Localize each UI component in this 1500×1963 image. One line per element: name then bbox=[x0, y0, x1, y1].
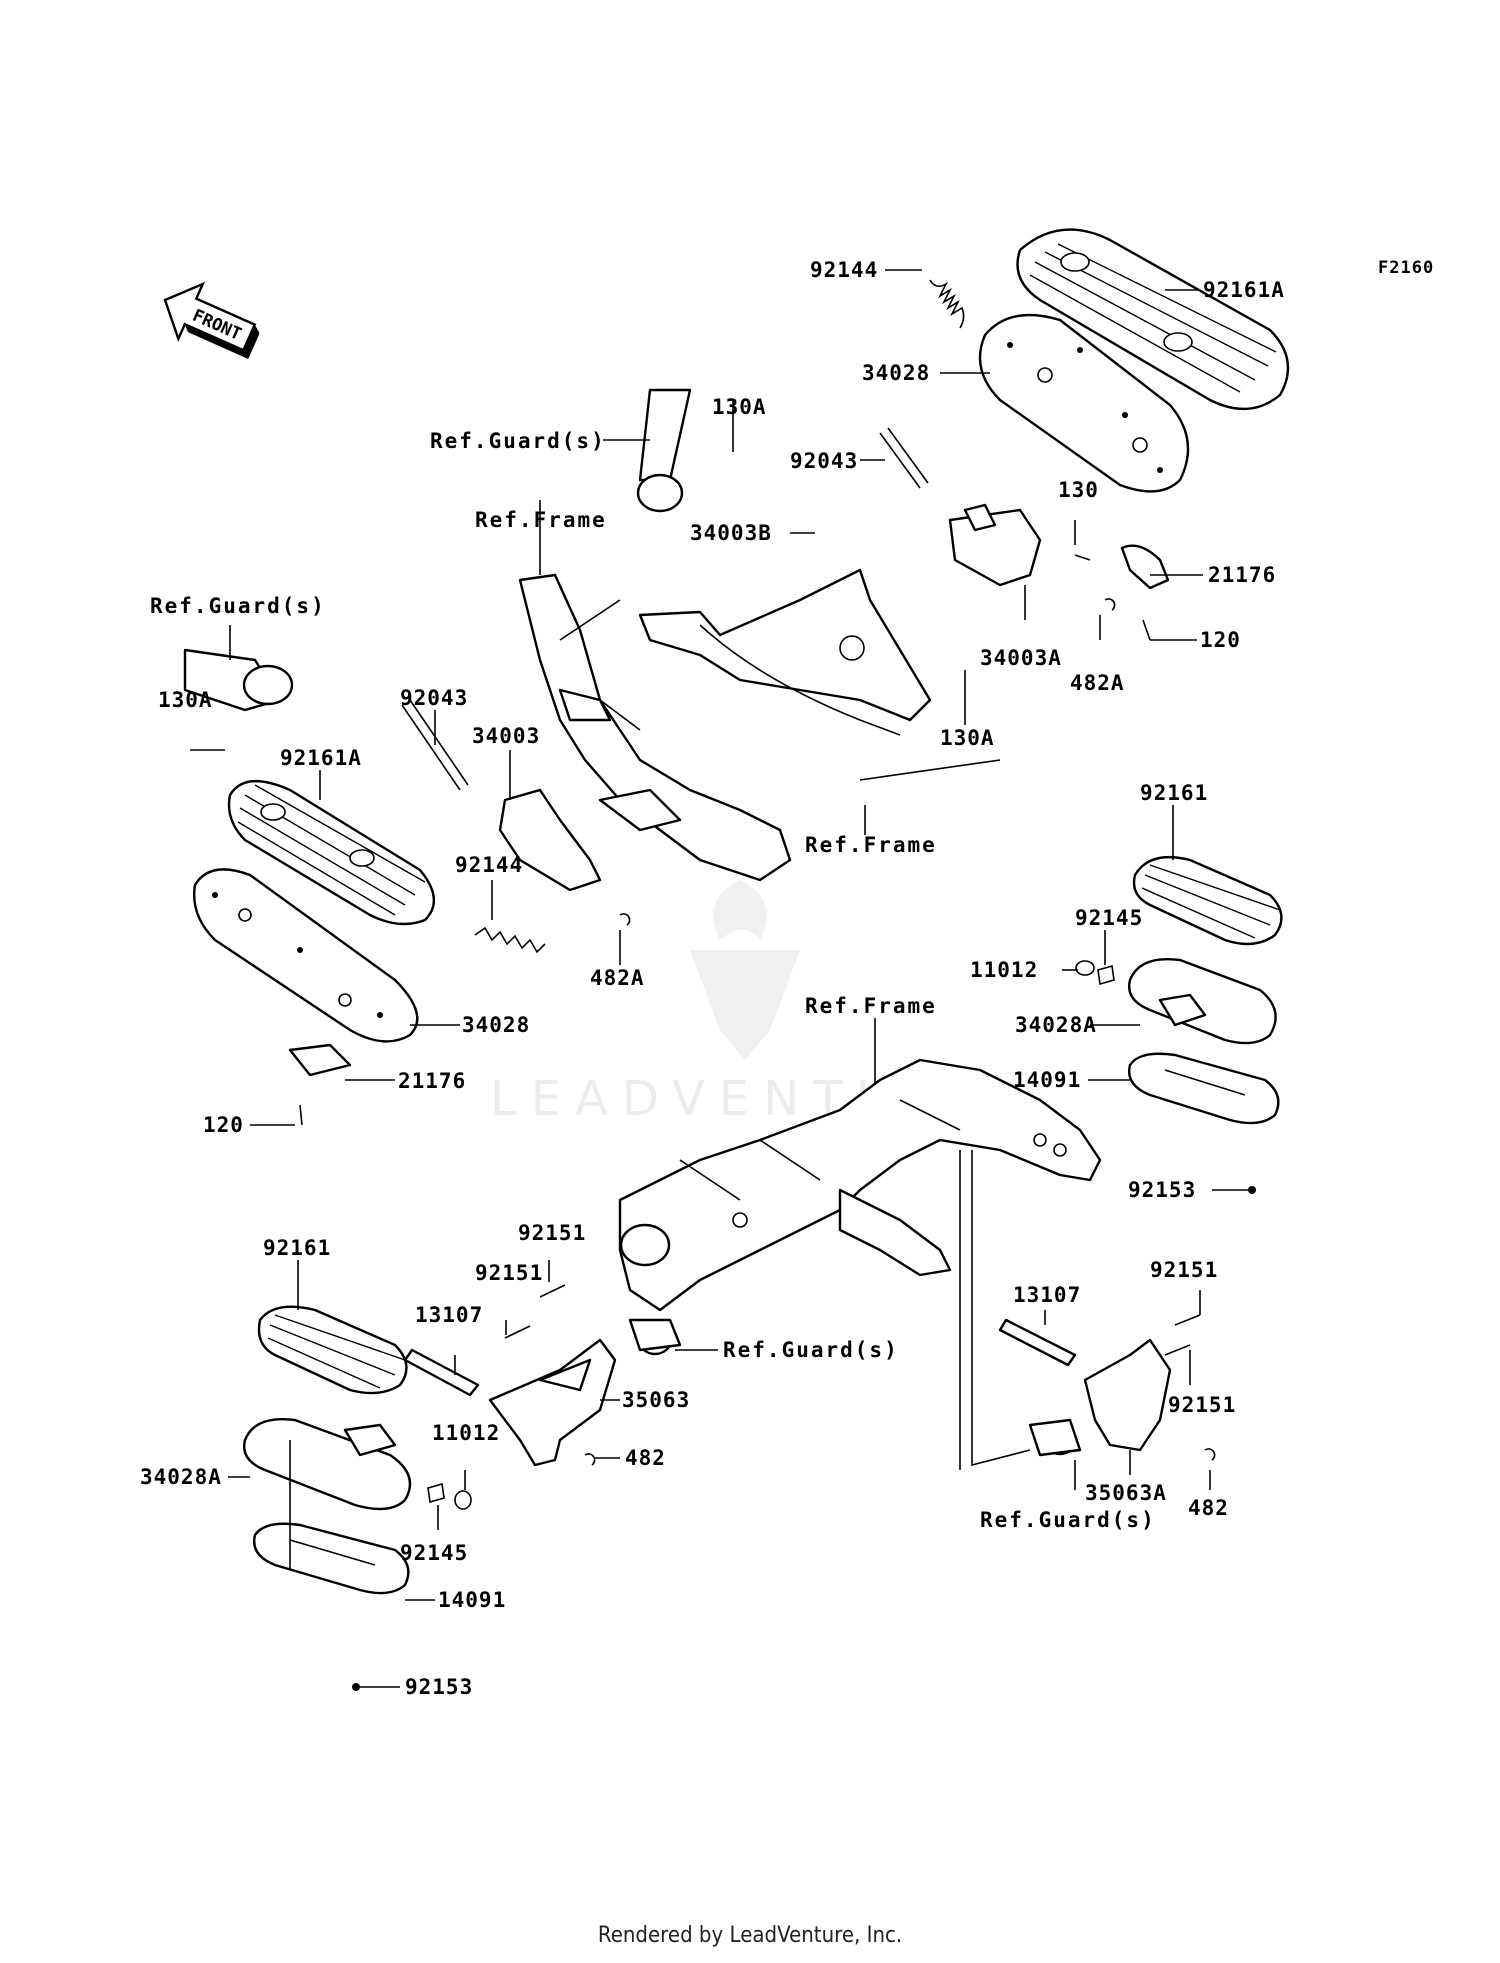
label-ref-guard-mid: Ref.Guard(s) bbox=[723, 1338, 899, 1362]
frame-mid bbox=[518, 573, 792, 882]
label-92161-right: 92161 bbox=[1140, 781, 1208, 805]
floorboard-lower-left bbox=[243, 1305, 445, 1691]
label-482-left: 482 bbox=[625, 1446, 666, 1470]
floorboard-lower-right bbox=[1075, 856, 1283, 1194]
part-labels: 92161A 92144 34028 130A Ref.Guard(s) 920… bbox=[140, 258, 1285, 1699]
label-92161A-top: 92161A bbox=[1203, 278, 1285, 302]
frame-lower bbox=[618, 1058, 1102, 1312]
watermark-logo bbox=[690, 880, 800, 1060]
label-34028A-left: 34028A bbox=[140, 1465, 222, 1489]
label-92145-right: 92145 bbox=[1075, 906, 1143, 930]
label-ref-guard-left: Ref.Guard(s) bbox=[150, 594, 326, 618]
label-130A-left: 130A bbox=[158, 688, 213, 712]
frame-bracket-34003B bbox=[638, 568, 932, 736]
label-21176-left: 21176 bbox=[398, 1069, 466, 1093]
label-120-left: 120 bbox=[203, 1113, 244, 1137]
label-130A-right: 130A bbox=[940, 726, 995, 750]
label-92161-left: 92161 bbox=[263, 1236, 331, 1260]
label-130A-top: 130A bbox=[712, 395, 767, 419]
label-92144-left: 92144 bbox=[455, 853, 523, 877]
label-14091-left: 14091 bbox=[438, 1588, 506, 1612]
label-34028-left: 34028 bbox=[462, 1013, 530, 1037]
floorboard-left bbox=[193, 779, 631, 1126]
label-92151-a: 92151 bbox=[518, 1221, 586, 1245]
label-ref-frame-low: Ref.Frame bbox=[805, 994, 937, 1018]
label-130: 130 bbox=[1058, 478, 1099, 502]
label-14091-right: 14091 bbox=[1013, 1068, 1081, 1092]
label-34028-top: 34028 bbox=[862, 361, 930, 385]
label-120-top: 120 bbox=[1200, 628, 1241, 652]
label-92151-d: 92151 bbox=[1168, 1393, 1236, 1417]
label-13107-left: 13107 bbox=[415, 1303, 483, 1327]
leader-lines bbox=[190, 269, 1248, 1688]
label-92151-c: 92151 bbox=[1150, 1258, 1218, 1282]
label-92043-left: 92043 bbox=[400, 686, 468, 710]
label-92161A-left: 92161A bbox=[280, 746, 362, 770]
bracket-35063A bbox=[998, 1314, 1216, 1461]
label-ref-guard-top: Ref.Guard(s) bbox=[430, 429, 606, 453]
floorboard-top-right bbox=[879, 228, 1290, 641]
label-34028A-right: 34028A bbox=[1015, 1013, 1097, 1037]
footer-credit: Rendered by LeadVenture, Inc. bbox=[597, 1923, 903, 1948]
label-92151-b: 92151 bbox=[475, 1261, 543, 1285]
label-34003A: 34003A bbox=[980, 646, 1062, 670]
label-ref-guard-low: Ref.Guard(s) bbox=[980, 1508, 1156, 1532]
label-ref-frame-mid: Ref.Frame bbox=[805, 833, 937, 857]
guard-tube-left bbox=[183, 648, 294, 712]
label-92153-right: 92153 bbox=[1128, 1178, 1196, 1202]
label-482A-top: 482A bbox=[1070, 671, 1125, 695]
label-92043-top: 92043 bbox=[790, 449, 858, 473]
label-482A-left: 482A bbox=[590, 966, 645, 990]
label-35063: 35063 bbox=[622, 1388, 690, 1412]
front-arrow-icon: FRONT bbox=[163, 281, 260, 359]
label-92145-left: 92145 bbox=[400, 1541, 468, 1565]
label-21176-top: 21176 bbox=[1208, 563, 1276, 587]
label-11012-left: 11012 bbox=[432, 1421, 500, 1445]
label-34003: 34003 bbox=[472, 724, 540, 748]
bracket-34003-left bbox=[401, 699, 602, 892]
figure-code: F2160 bbox=[1378, 258, 1434, 278]
bracket-35063 bbox=[403, 1284, 682, 1510]
label-11012-right: 11012 bbox=[970, 958, 1038, 982]
label-13107-right: 13107 bbox=[1013, 1283, 1081, 1307]
label-35063A: 35063A bbox=[1085, 1481, 1167, 1505]
label-92144-top: 92144 bbox=[810, 258, 878, 282]
label-482-right: 482 bbox=[1188, 1496, 1229, 1520]
label-ref-frame-top: Ref.Frame bbox=[475, 508, 607, 532]
label-92153-left: 92153 bbox=[405, 1675, 473, 1699]
guard-tube-top bbox=[636, 388, 692, 513]
label-34003B: 34003B bbox=[690, 521, 772, 545]
